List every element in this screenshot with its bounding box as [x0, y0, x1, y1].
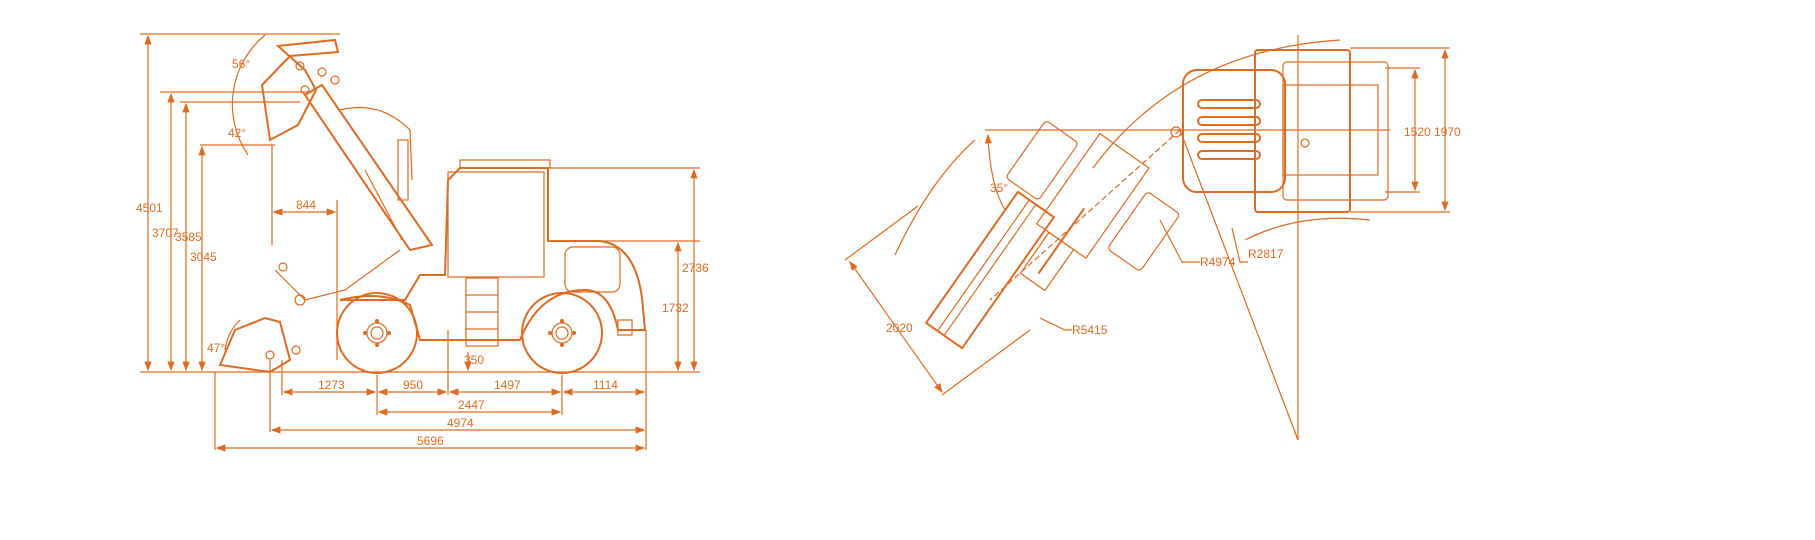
dim-1970: 1970 [1434, 125, 1461, 139]
length-dimensions: 1273 950 1497 1114 2447 4974 5696 [214, 330, 647, 452]
dim-2736: 2736 [682, 261, 709, 275]
front-frame [1006, 121, 1180, 292]
dim-3045: 3045 [190, 250, 217, 264]
dim-4974: 4974 [447, 416, 474, 430]
dim-1732: 1732 [662, 301, 689, 315]
dim-3585: 3585 [175, 230, 202, 244]
dim-3707: 3707 [152, 226, 179, 240]
cab [447, 171, 545, 278]
arc-r4974 [1092, 39, 1341, 169]
lowered-bucket [218, 249, 401, 374]
radius-r5415: R5415 [1072, 323, 1108, 337]
dim-1114: 1114 [593, 378, 618, 392]
rear-wheel [521, 292, 603, 374]
height-dimensions: 4501 3707 3585 3045 2736 1732 [136, 34, 709, 372]
dim-1497: 1497 [494, 378, 521, 392]
dim-350: 350 [464, 353, 484, 367]
side-view: 4501 3707 3585 3045 2736 1732 56° 42° 47… [136, 33, 709, 452]
front-wheel [336, 292, 418, 374]
rear-chassis [1170, 49, 1389, 213]
dim-4501: 4501 [136, 201, 163, 215]
top-bucket [924, 190, 1056, 350]
dim-1273: 1273 [318, 378, 345, 392]
angle-42: 42° [228, 126, 246, 140]
angle-56: 56° [232, 57, 250, 71]
dim-844: 844 [296, 198, 316, 212]
angle-35: 35° [990, 181, 1008, 195]
raised-bucket [260, 38, 340, 142]
lift-arm [303, 83, 434, 252]
engine-grille [564, 246, 621, 293]
dim-2020: 2020 [886, 321, 913, 335]
engine-hood [1182, 69, 1286, 193]
top-view: 1520 1970 2020 35° R4974 R2817 R5415 [844, 35, 1461, 441]
radius-r2817: R2817 [1248, 247, 1284, 261]
arc-r2817 [1244, 217, 1371, 241]
dim-5696: 5696 [417, 434, 444, 448]
dim-950: 950 [403, 378, 423, 392]
dim-1520: 1520 [1404, 125, 1431, 139]
angle-47: 47° [207, 341, 225, 355]
loader-body [339, 159, 647, 347]
radius-r4974: R4974 [1200, 255, 1236, 269]
dim-2447: 2447 [458, 398, 485, 412]
